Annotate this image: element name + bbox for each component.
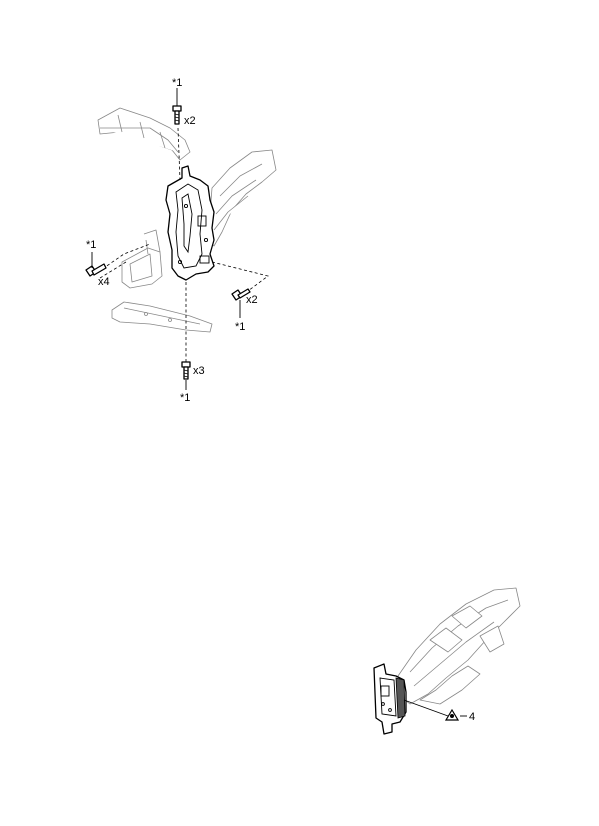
bolt-bottom — [181, 361, 191, 380]
sealer-leader — [403, 699, 449, 717]
left-mount-block — [121, 229, 163, 289]
callout-left-ref: *1 — [86, 239, 96, 251]
callout-bottom-qty: x3 — [193, 365, 205, 377]
callout-bottom-ref: *1 — [180, 392, 190, 404]
bracket-assembly-diagram: *1 x2 *1 x4 x2 *1 x3 *1 — [85, 77, 277, 404]
side-member-panel — [207, 149, 277, 247]
callout-top-qty: x2 — [184, 115, 196, 127]
bolt-right — [231, 288, 251, 301]
callout-top-ref: *1 — [172, 77, 182, 89]
side-member-structure — [397, 587, 521, 705]
sealer-number: 4 — [469, 711, 475, 723]
lower-cross-member — [111, 301, 213, 333]
alignment-lines — [97, 127, 269, 362]
sealer-strip — [395, 677, 406, 719]
sealer-symbol-icon — [444, 708, 467, 721]
bolt-top — [172, 105, 182, 125]
sealer-application-diagram: 4 — [373, 587, 521, 735]
callout-right-ref: *1 — [235, 321, 245, 333]
center-bracket — [165, 165, 215, 281]
bolt-left — [85, 263, 107, 277]
callout-right-qty: x2 — [246, 294, 258, 306]
callout-left-qty: x4 — [98, 276, 110, 288]
upper-body-panel — [97, 107, 191, 161]
